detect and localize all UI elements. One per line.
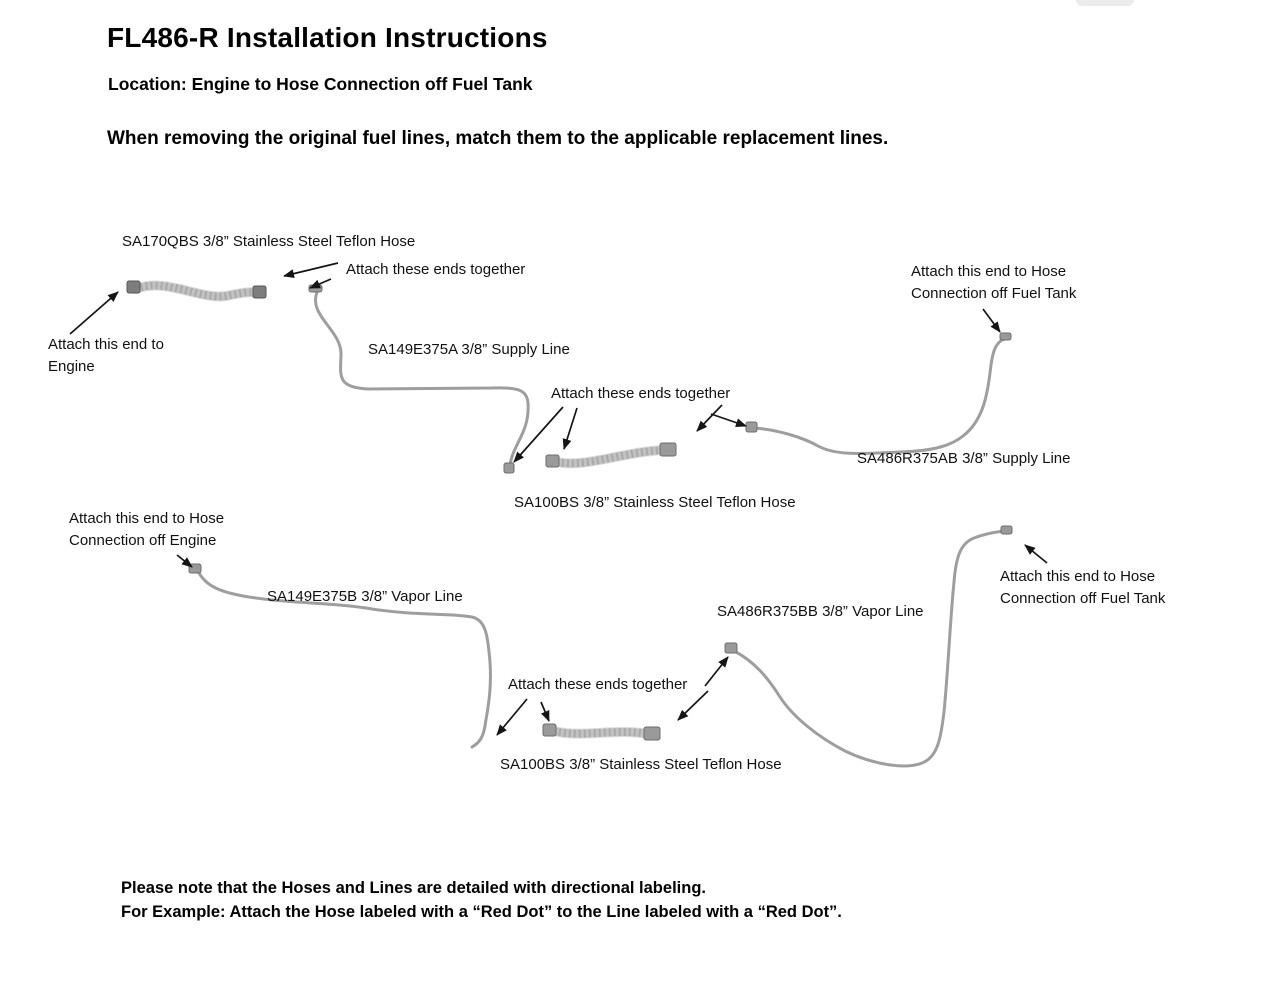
label-attach-hose-engine: Attach this end to Hose Connection off E… [69,510,225,549]
arrow-to-tank-bottom [1024,544,1048,564]
label-sa149e375a: SA149E375A 3/8” Supply Line [368,341,570,358]
supply-line-sa486r375ab [745,332,1012,455]
arrow-to-engine-end [69,291,119,335]
arrow-ends-mid-d [710,413,747,428]
arrow-ends-bottom-a [496,698,528,736]
label-attach-ends-mid: Attach these ends together [551,385,731,402]
arrow-ends-mid-b [562,407,578,450]
arrow-ends-mid-c [696,404,723,432]
label-sa100bs-bottom: SA100BS 3/8” Stainless Steel Teflon Hose [500,756,782,773]
label-sa149e375b: SA149E375B 3/8” Vapor Line [267,588,463,605]
footer-note-2: For Example: Attach the Hose labeled wit… [121,903,842,921]
cropped-ui-fragment [1076,0,1134,6]
arrow-ends-bottom-d [704,656,729,687]
hose-nut-fitting [643,726,661,741]
vapor-line-sa486r375bb [724,525,1013,768]
location-subtitle: Location: Engine to Hose Connection off … [108,74,533,94]
line-end-fitting [745,421,758,433]
hose-sa100bs-bottom [542,723,661,741]
label-sa486r375ab: SA486R375AB 3/8” Supply Line [857,450,1071,467]
label-sa170qbs: SA170QBS 3/8” Stainless Steel Teflon Hos… [122,233,416,250]
instruction-text: When removing the original fuel lines, m… [107,128,889,149]
arrow-ends-top-a [283,262,339,279]
arrow-ends-mid-a [513,406,564,463]
arrow-ends-bottom-b [540,701,550,722]
arrow-to-hose-engine [176,554,193,568]
footer-note-1: Please note that the Hoses and Lines are… [121,879,706,897]
hose-sa170qbs [126,280,267,302]
label-attach-tank-top: Attach this end to Hose Connection off F… [911,263,1077,302]
label-attach-ends-bottom: Attach these ends together [508,676,688,693]
arrow-to-tank-top [982,308,1001,333]
label-sa100bs-top: SA100BS 3/8” Stainless Steel Teflon Hose [514,494,796,511]
hose-fitting [542,723,557,737]
hose-fitting [545,454,560,468]
line-end-fitting [1000,525,1013,535]
arrow-ends-top-b [309,278,332,289]
hose-fitting [252,285,267,299]
label-sa486r375bb: SA486R375BB 3/8” Vapor Line [717,603,924,620]
hose-nut-fitting [659,442,677,457]
arrow-ends-bottom-c [677,690,709,721]
hose-fitting [126,280,141,294]
hose-sa100bs-top [545,442,677,469]
label-attach-tank-bottom: Attach this end to Hose Connection off F… [1000,568,1166,607]
line-end-fitting [999,332,1012,341]
label-attach-ends-top: Attach these ends together [346,261,526,278]
label-attach-engine: Attach this end to Engine [48,336,164,375]
supply-line-sa149e375a [308,284,530,474]
line-end-fitting [724,642,738,654]
page-title: FL486-R Installation Instructions [107,22,548,53]
line-end-fitting [503,462,515,474]
